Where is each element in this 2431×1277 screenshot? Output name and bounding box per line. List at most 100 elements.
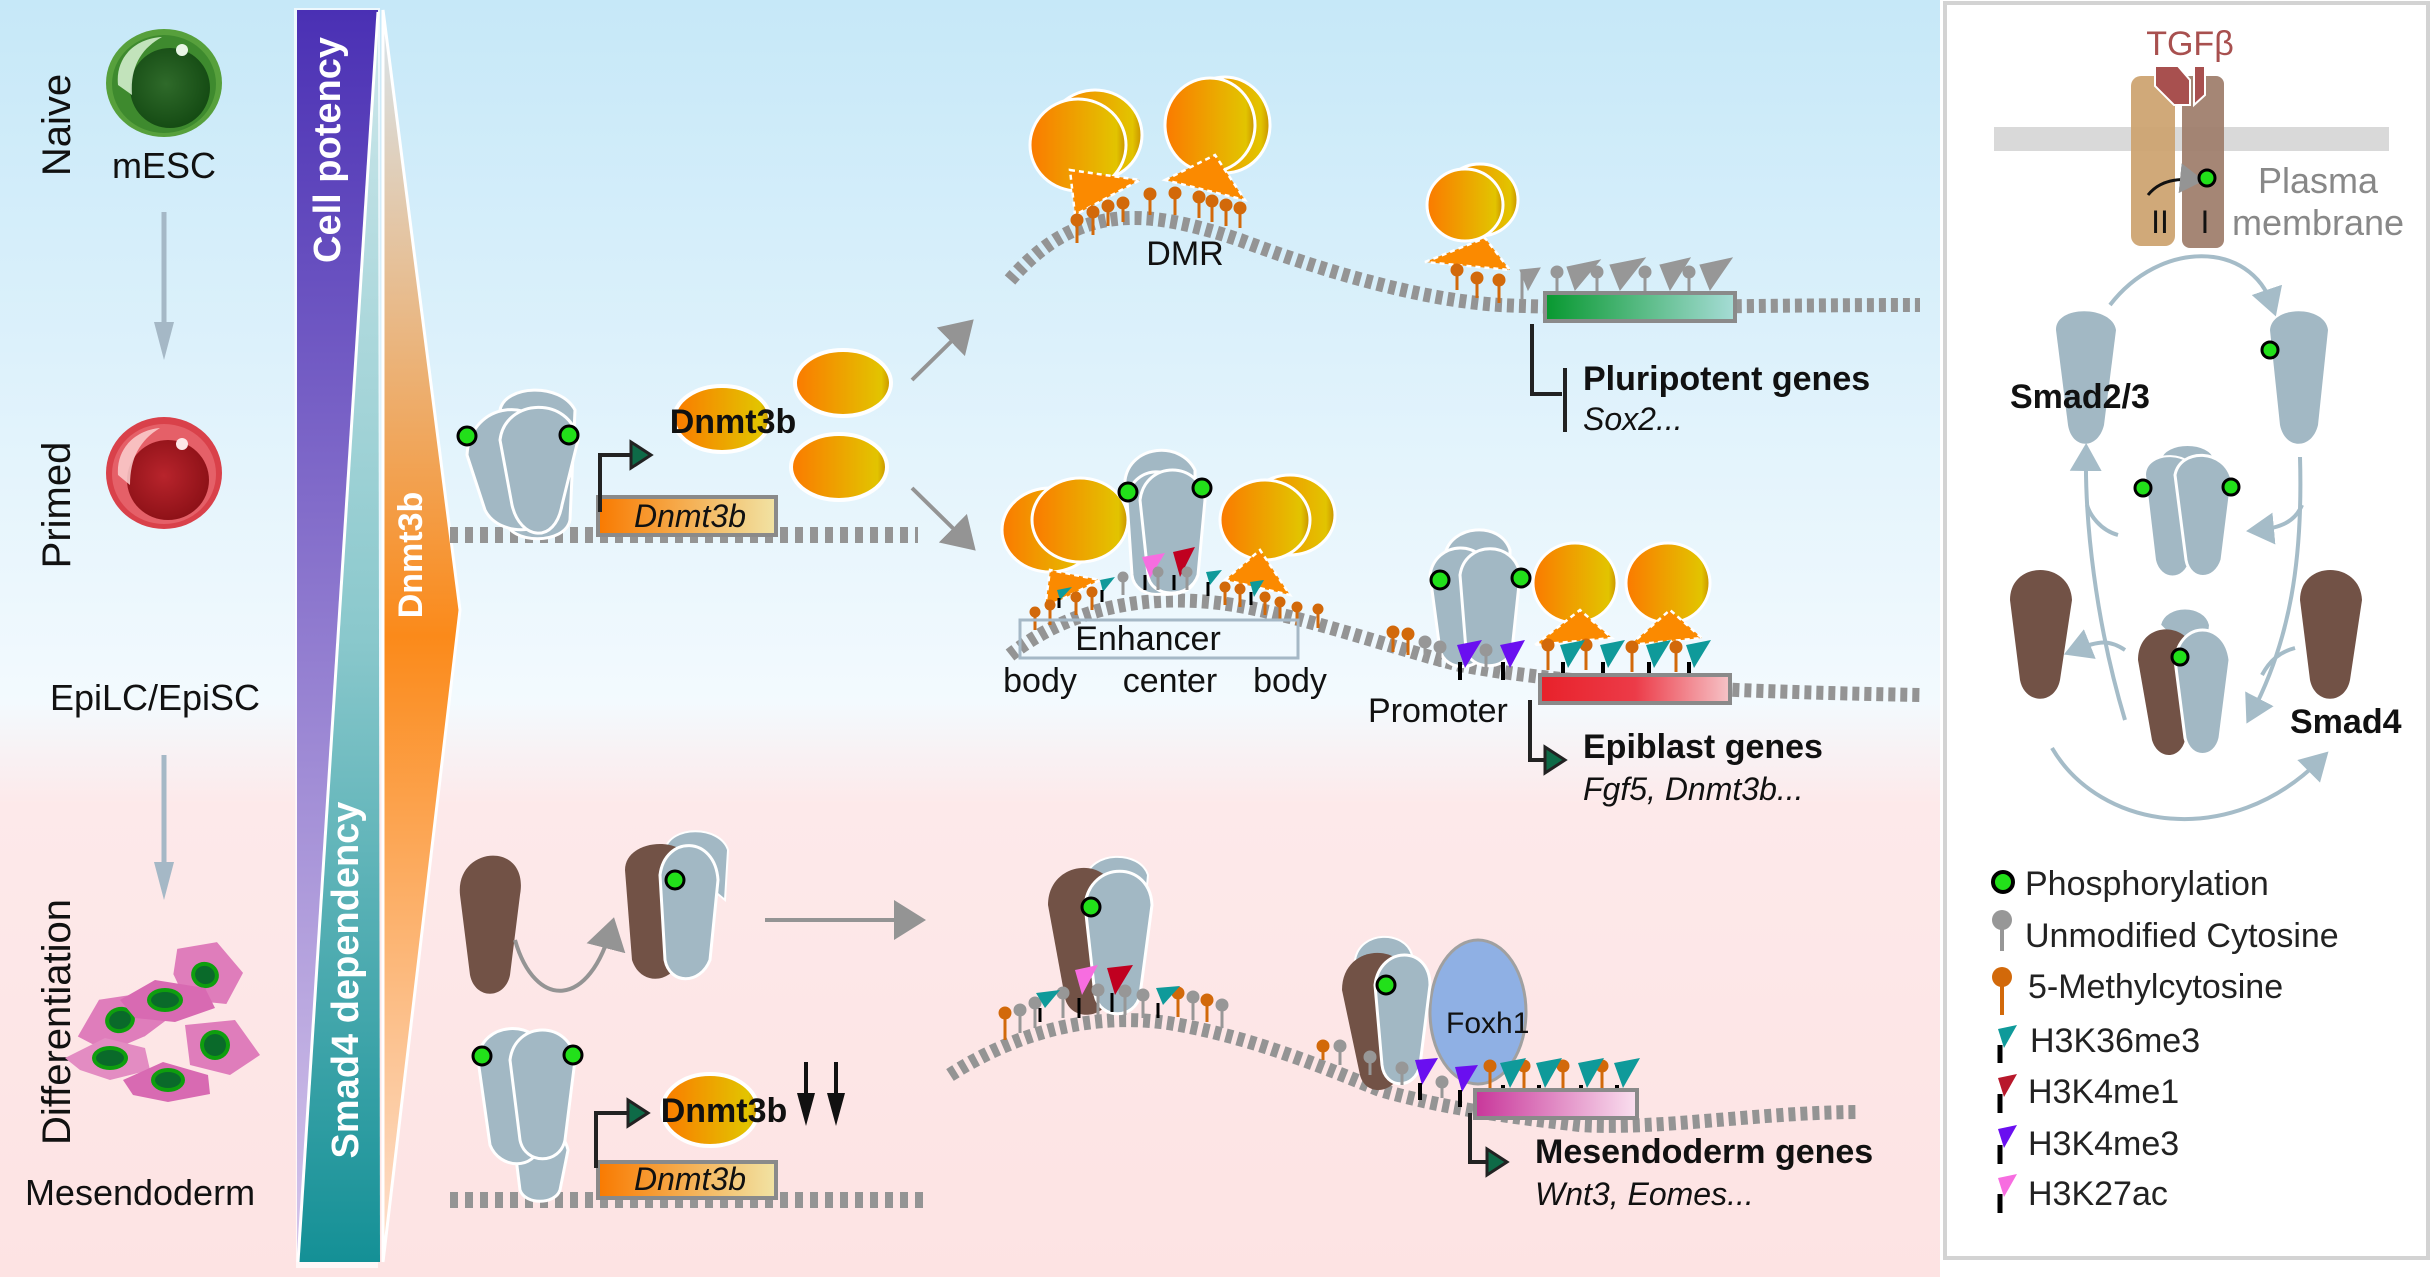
- dnmt3b-protein-icon: [660, 1072, 760, 1148]
- recycle-arrow: [2069, 443, 2127, 721]
- arrow-to-dmr: [910, 319, 974, 382]
- dnmt3b-protein-icon: [672, 384, 772, 454]
- enhancer-label: Enhancer: [1075, 620, 1221, 658]
- epilc-cell-icon: [106, 417, 222, 529]
- legend-item-h3k36me3: H3K36me3: [1997, 1022, 2200, 1063]
- legend-item-h3k4me1: H3K4me1: [1997, 1073, 2179, 1113]
- receptor-ii-icon: [2131, 76, 2175, 246]
- arrow-to-enhancer: [910, 486, 976, 551]
- enhancer-body-right-label: body: [1253, 662, 1327, 700]
- dnmt3b-protein-icon: [789, 432, 889, 502]
- tss-arrow-icon: [598, 453, 635, 512]
- h3k36me3-flag-icon: [1998, 1025, 2017, 1048]
- phosphorylation-icon: [2221, 477, 2241, 497]
- phosphorylation-icon: [1429, 569, 1451, 591]
- smad4-smad23-complex-icon: [625, 830, 730, 981]
- tss-arrow-icon: [1528, 700, 1548, 762]
- smad4-recruit-arrow: [2050, 746, 2329, 821]
- pluripotent-gene-box: [1543, 291, 1737, 323]
- legend-item-h3k27ac: H3K27ac: [1997, 1174, 2168, 1213]
- arrow-head-icon: [154, 862, 174, 900]
- promoter-label: Promoter: [1368, 692, 1508, 730]
- dna-strand: [1005, 593, 1921, 702]
- dna-strand: [946, 1013, 1861, 1133]
- smad4-dependency-label: Smad4 dependency: [325, 802, 367, 1159]
- phosphorylation-icon: [558, 424, 580, 446]
- histone-marks-mesendoderm-promoter: [1316, 1039, 1640, 1107]
- dnmt3b-protein-label: Dnmt3b: [670, 403, 797, 441]
- smad23-activation-arrow: [2108, 254, 2283, 317]
- tgfb-ligand-icon: [2154, 65, 2191, 106]
- phosphorylation-icon: [664, 869, 686, 891]
- legend-label: H3K27ac: [2028, 1175, 2168, 1213]
- legend-label: 5-Methylcytosine: [2028, 968, 2283, 1006]
- smad4-free-icon: [2300, 570, 2362, 699]
- mesendoderm-gene-box: [1473, 1088, 1639, 1120]
- legend-label: H3K4me3: [2028, 1125, 2179, 1163]
- dnmt3b-bar-label: Dnmt3b: [392, 492, 430, 619]
- phosphorylation-icon: [2170, 647, 2190, 667]
- plasma-label: Plasma: [2258, 160, 2379, 201]
- tss-arrow-head-icon: [629, 439, 654, 471]
- stage-differentiation-label: Differentiation: [35, 899, 79, 1145]
- bottom-differentiation-section: Dnmt3b Dnmt3b: [450, 830, 1873, 1212]
- dnmt3b-complex-icon: [1530, 541, 1712, 647]
- h3k4me1-flag-icon: [1998, 1074, 2017, 1097]
- foxh1-icon: [1428, 938, 1528, 1086]
- smad23-label: Smad2/3: [2010, 378, 2150, 416]
- enhancer-bracket: [1018, 618, 1300, 660]
- phosphorylation-icon: [2133, 478, 2153, 498]
- foxh1-label: Foxh1: [1446, 1007, 1529, 1040]
- smad23-trimer-icon: [456, 388, 580, 541]
- mesc-cell-icon: [106, 29, 222, 137]
- mesendoderm-genes-title: Mesendoderm genes: [1535, 1133, 1873, 1171]
- dnmt3b-complex-icon: [1424, 162, 1520, 272]
- repressed-tss-icon: [1530, 324, 1562, 396]
- tgfb-label: TGFβ: [2146, 25, 2234, 63]
- pluripotent-genes-examples: Sox2...: [1583, 401, 1683, 437]
- arrow-head-icon: [154, 322, 174, 360]
- smad23-inactive-icon: [2055, 311, 2116, 444]
- phosphorylation-icon: [1510, 567, 1532, 589]
- top-dnmt3b-induction: Dnmt3b Dnmt3b: [448, 319, 976, 551]
- tss-arrow-icon: [594, 1111, 632, 1168]
- receptor-i-label: I: [2201, 204, 2210, 240]
- receptor-ii-label: II: [2151, 204, 2169, 240]
- phosphorylation-icon: [2260, 340, 2280, 360]
- phosphorylation-icon: [1191, 477, 1213, 499]
- smad4-smad23-complex-icon: [1048, 855, 1154, 1016]
- receptor-i-icon: [2182, 76, 2224, 248]
- legend-label: H3K36me3: [2030, 1022, 2200, 1060]
- enhancer-epiblast-section: Enhancer body center body: [1000, 448, 1921, 807]
- dnmt3b-protein-icon: [793, 348, 893, 418]
- dnmt3b-level-wedge: [381, 9, 462, 1263]
- histone-marks-mesendoderm-enhancer: [998, 965, 1229, 1040]
- dnmt3b-gene-box: [596, 1160, 778, 1200]
- smad23-active-icon: [2270, 311, 2328, 444]
- smad4-icon: [459, 855, 521, 994]
- dnmt3b-gene-box: [596, 495, 778, 537]
- dmr-pluripotent-section: DMR Pluripotent genes Sox2...: [1004, 75, 1921, 437]
- phosphorylation-icon: [2197, 168, 2217, 188]
- phosphorylation-icon: [456, 425, 478, 447]
- dnmt3b-protein-label: Dnmt3b: [661, 1092, 788, 1130]
- phosphorylation-icon: [1375, 974, 1397, 996]
- legend-item-5-methylcytosine: 5-Methylcytosine: [1992, 967, 2283, 1015]
- smad4-smad23-complex-icon: [1342, 935, 1432, 1090]
- stage-column: Naive Primed Differentiation mESC EpiLC/…: [25, 29, 260, 1213]
- phosphorylation-icon: [471, 1045, 493, 1067]
- unmodified-cytosine-icon: [1992, 910, 2012, 930]
- h3k4me3-flag-icon: [1998, 1125, 2017, 1148]
- methyl-cytosine-cluster: [1029, 581, 1324, 630]
- dnmt3b-complex-icon: [1028, 75, 1272, 217]
- legend-item-phosphorylation: Phosphorylation: [1991, 865, 2269, 903]
- mesc-label: mESC: [112, 145, 216, 186]
- unmodified-cytosine-cluster: [1117, 566, 1193, 595]
- dnmt3b-gene-label: Dnmt3b: [634, 1161, 746, 1197]
- phosphorylation-transfer-arrow: [2146, 163, 2204, 196]
- epiblast-genes-examples: Fgf5, Dnmt3b...: [1583, 771, 1804, 807]
- tss-arrow-head-icon: [626, 1097, 651, 1129]
- cell-potency-label: Cell potency: [307, 37, 349, 263]
- smad23-trimer-icon: [2133, 444, 2241, 578]
